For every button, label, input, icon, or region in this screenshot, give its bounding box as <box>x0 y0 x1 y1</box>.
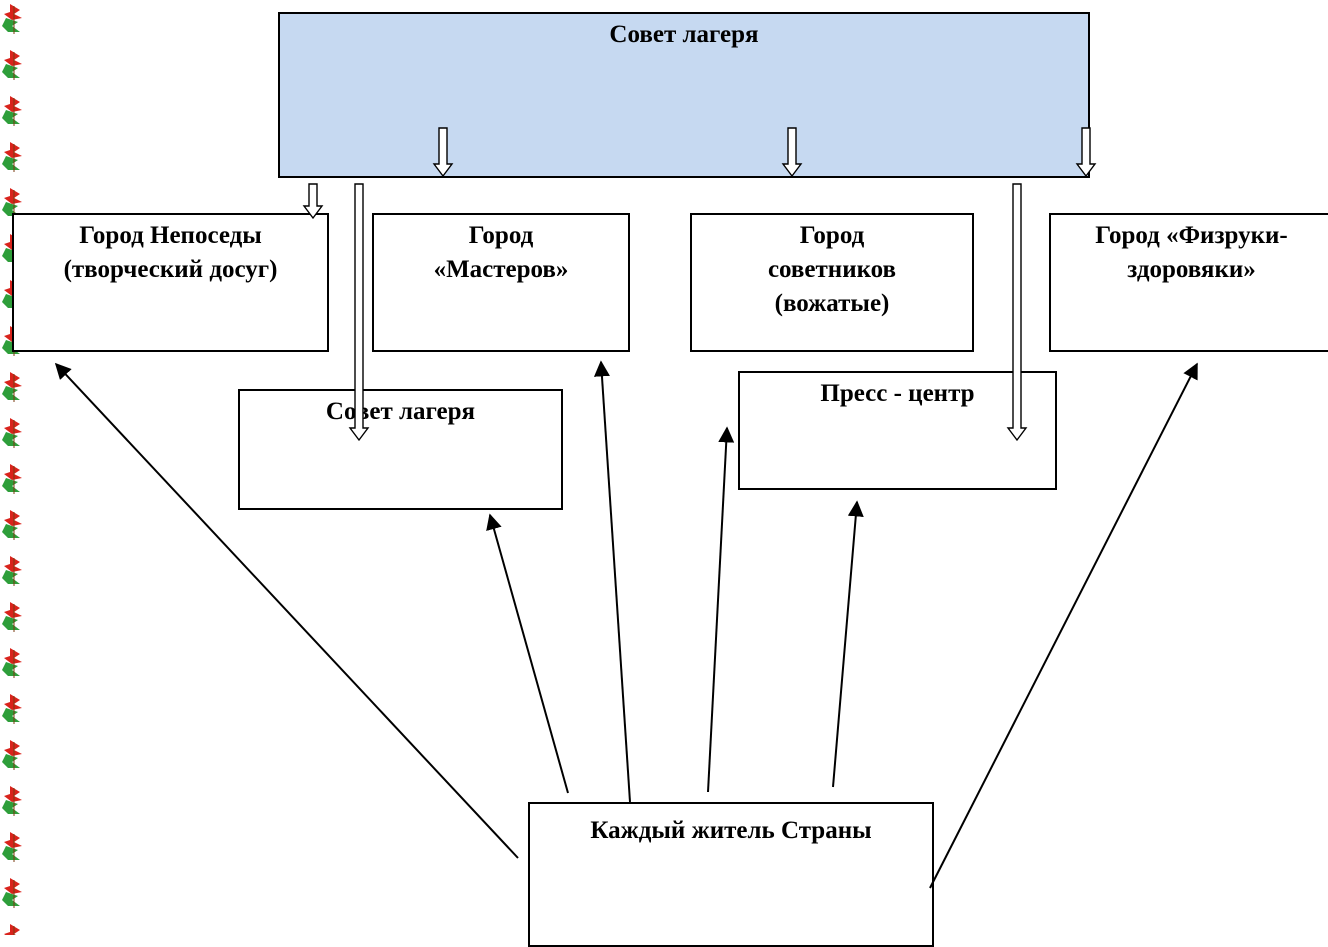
city-mastera-label: Город «Мастеров» <box>433 222 569 283</box>
council-box: Совет лагеря <box>238 389 563 510</box>
leaf-icon <box>2 142 22 172</box>
connector-arrow <box>707 426 735 793</box>
leaf-icon <box>2 878 22 908</box>
leaf-icon <box>2 4 22 34</box>
block-arrow <box>1006 183 1028 442</box>
leaf-icon <box>2 510 22 540</box>
block-arrow <box>781 127 803 178</box>
city-mastera-box: Город «Мастеров» <box>372 213 630 352</box>
block-arrow <box>348 183 370 442</box>
city-fizruki-label: Город «Физруки- здоровяки» <box>1095 222 1288 283</box>
leaf-icon <box>2 602 22 632</box>
leaf-icon <box>2 96 22 126</box>
leaf-icon <box>2 786 22 816</box>
leaf-icon <box>2 832 22 862</box>
leaf-icon <box>2 648 22 678</box>
connector-arrow <box>832 500 864 788</box>
resident-box: Каждый житель Страны <box>528 802 934 947</box>
city-sovetniki-label: Город советников (вожатые) <box>767 222 897 317</box>
block-arrow <box>1075 127 1097 178</box>
press-center-label: Пресс - центр <box>820 380 975 407</box>
leaf-icon <box>2 740 22 770</box>
city-neposedy-box: Город Непоседы (творческий досуг) <box>12 213 329 352</box>
connector-arrow <box>486 513 569 794</box>
leaf-icon <box>2 50 22 80</box>
connector-arrow <box>54 362 519 859</box>
resident-label: Каждый житель Страны <box>590 817 872 844</box>
top-council-title: Совет лагеря <box>609 21 759 48</box>
leaf-icon <box>2 464 22 494</box>
block-arrow <box>302 183 324 220</box>
leaf-icon <box>2 418 22 448</box>
block-arrow <box>432 127 454 178</box>
city-fizruki-box: Город «Физруки- здоровяки» <box>1049 213 1328 352</box>
city-neposedy-label: Город Непоседы (творческий досуг) <box>63 222 278 283</box>
leaf-icon <box>2 694 22 724</box>
leaf-icon <box>2 556 22 586</box>
leaf-icon <box>4 924 20 935</box>
press-center-box: Пресс - центр <box>738 371 1057 490</box>
connector-arrow <box>929 362 1198 889</box>
top-council-box: Совет лагеря <box>278 12 1090 178</box>
connector-arrow <box>593 360 631 803</box>
city-sovetniki-box: Город советников (вожатые) <box>690 213 974 352</box>
leaf-icon <box>2 372 22 402</box>
